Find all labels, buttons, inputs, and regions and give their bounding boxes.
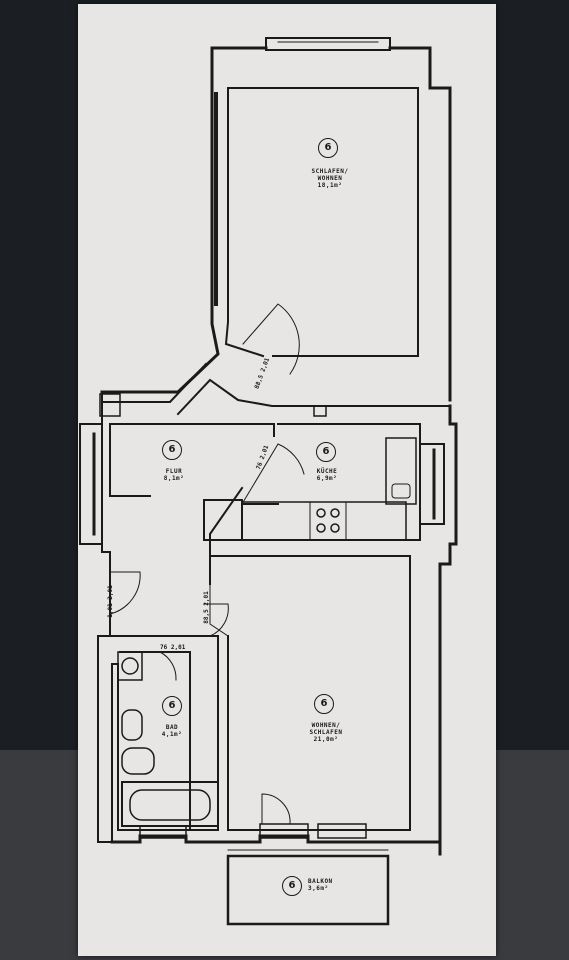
- outer-wall-bottom: [110, 834, 442, 844]
- room-area: 8,1m²: [163, 475, 185, 482]
- door-dim-bath: 76 2,01: [160, 644, 185, 651]
- living-room-walls: [209, 555, 411, 831]
- room-label-schlafen-wohnen: SCHLAFEN/ WOHNEN 18,1m²: [306, 168, 354, 189]
- door-dim-entry: 1,01 2,01: [107, 585, 114, 618]
- bathroom-walls: [97, 635, 219, 843]
- room-name-line2: SCHLAFEN: [309, 729, 343, 736]
- kitchen-counter: [241, 501, 407, 541]
- top-window: [265, 37, 391, 51]
- room-label-wohnen-schlafen: WOHNEN/ SCHLAFEN 21,0m²: [300, 722, 352, 743]
- left-window: [79, 423, 103, 545]
- door-dim-height: 2,01: [106, 585, 114, 600]
- room-area: 3,6m²: [308, 885, 329, 892]
- room-marker-kueche: 6: [316, 442, 336, 462]
- room-name: BAD: [165, 724, 179, 731]
- outer-wall-upper: [210, 46, 452, 402]
- kitchen-walls: [241, 423, 421, 541]
- room-name: KÜCHE: [316, 468, 338, 475]
- room-label-flur: FLUR 8,1m²: [152, 468, 196, 482]
- bath-window: [139, 825, 187, 839]
- room-label-balkon: BALKON 3,6m²: [308, 878, 348, 892]
- outer-wall-right-lower: [438, 404, 458, 856]
- living-door-arc: [203, 583, 229, 637]
- floor-plan-drawing: [79, 37, 458, 926]
- door-dim-width: 1,01: [106, 603, 114, 618]
- room-marker-bad: 6: [162, 696, 182, 716]
- door-dim-width: 88,5: [202, 609, 210, 624]
- room-name-line1: SCHLAFEN/: [311, 168, 349, 175]
- room-area: 18,1m²: [317, 182, 343, 189]
- room-label-kueche: KÜCHE 6,9m²: [304, 468, 350, 482]
- door-dim-height: 2,01: [202, 591, 210, 606]
- kitchen-window: [419, 443, 445, 525]
- chimney-left: [99, 393, 121, 417]
- bedroom-walls: [224, 87, 419, 358]
- outer-wall-left-upper: [100, 46, 220, 394]
- room-name-line2: WOHNEN: [317, 175, 343, 182]
- room-name: FLUR: [165, 468, 183, 475]
- door-dim-living: 88,5 2,01: [203, 591, 210, 624]
- room-marker-balkon: 6: [282, 876, 302, 896]
- room-marker-schlafen-wohnen: 6: [318, 138, 338, 158]
- room-name: BALKON: [308, 878, 333, 885]
- room-marker-wohnen-schlafen: 6: [314, 694, 334, 714]
- bath-toilet: [121, 709, 143, 741]
- room-area: 4,1m²: [161, 731, 183, 738]
- door-dim-height: 2,01: [170, 644, 186, 651]
- living-window: [317, 823, 367, 839]
- room-area: 6,9m²: [316, 475, 338, 482]
- flur-walls: [109, 423, 275, 637]
- bath-door-arc: [159, 651, 177, 681]
- room-label-bad: BAD 4,1m²: [152, 724, 192, 738]
- room-marker-flur: 6: [162, 440, 182, 460]
- room-area: 21,0m²: [313, 736, 339, 743]
- room-name-line1: WOHNEN/: [311, 722, 341, 729]
- door-dim-width: 76: [160, 644, 168, 651]
- kitchen-sink-unit: [385, 437, 417, 505]
- balcony-door-arc: [261, 793, 291, 825]
- chimney-right: [313, 405, 327, 417]
- balcony-door: [259, 823, 309, 839]
- bath-basin: [121, 747, 155, 775]
- floor-plan-sheet: 6 SCHLAFEN/ WOHNEN 18,1m² 6 FLUR 8,1m² 6…: [78, 4, 496, 956]
- flur-entry-door-arc: [109, 571, 141, 615]
- bedroom-door-arc: [242, 303, 300, 375]
- kitchen-door-arc: [241, 443, 305, 505]
- balcony-outline: [226, 854, 390, 926]
- bath-cabinet: [117, 651, 143, 681]
